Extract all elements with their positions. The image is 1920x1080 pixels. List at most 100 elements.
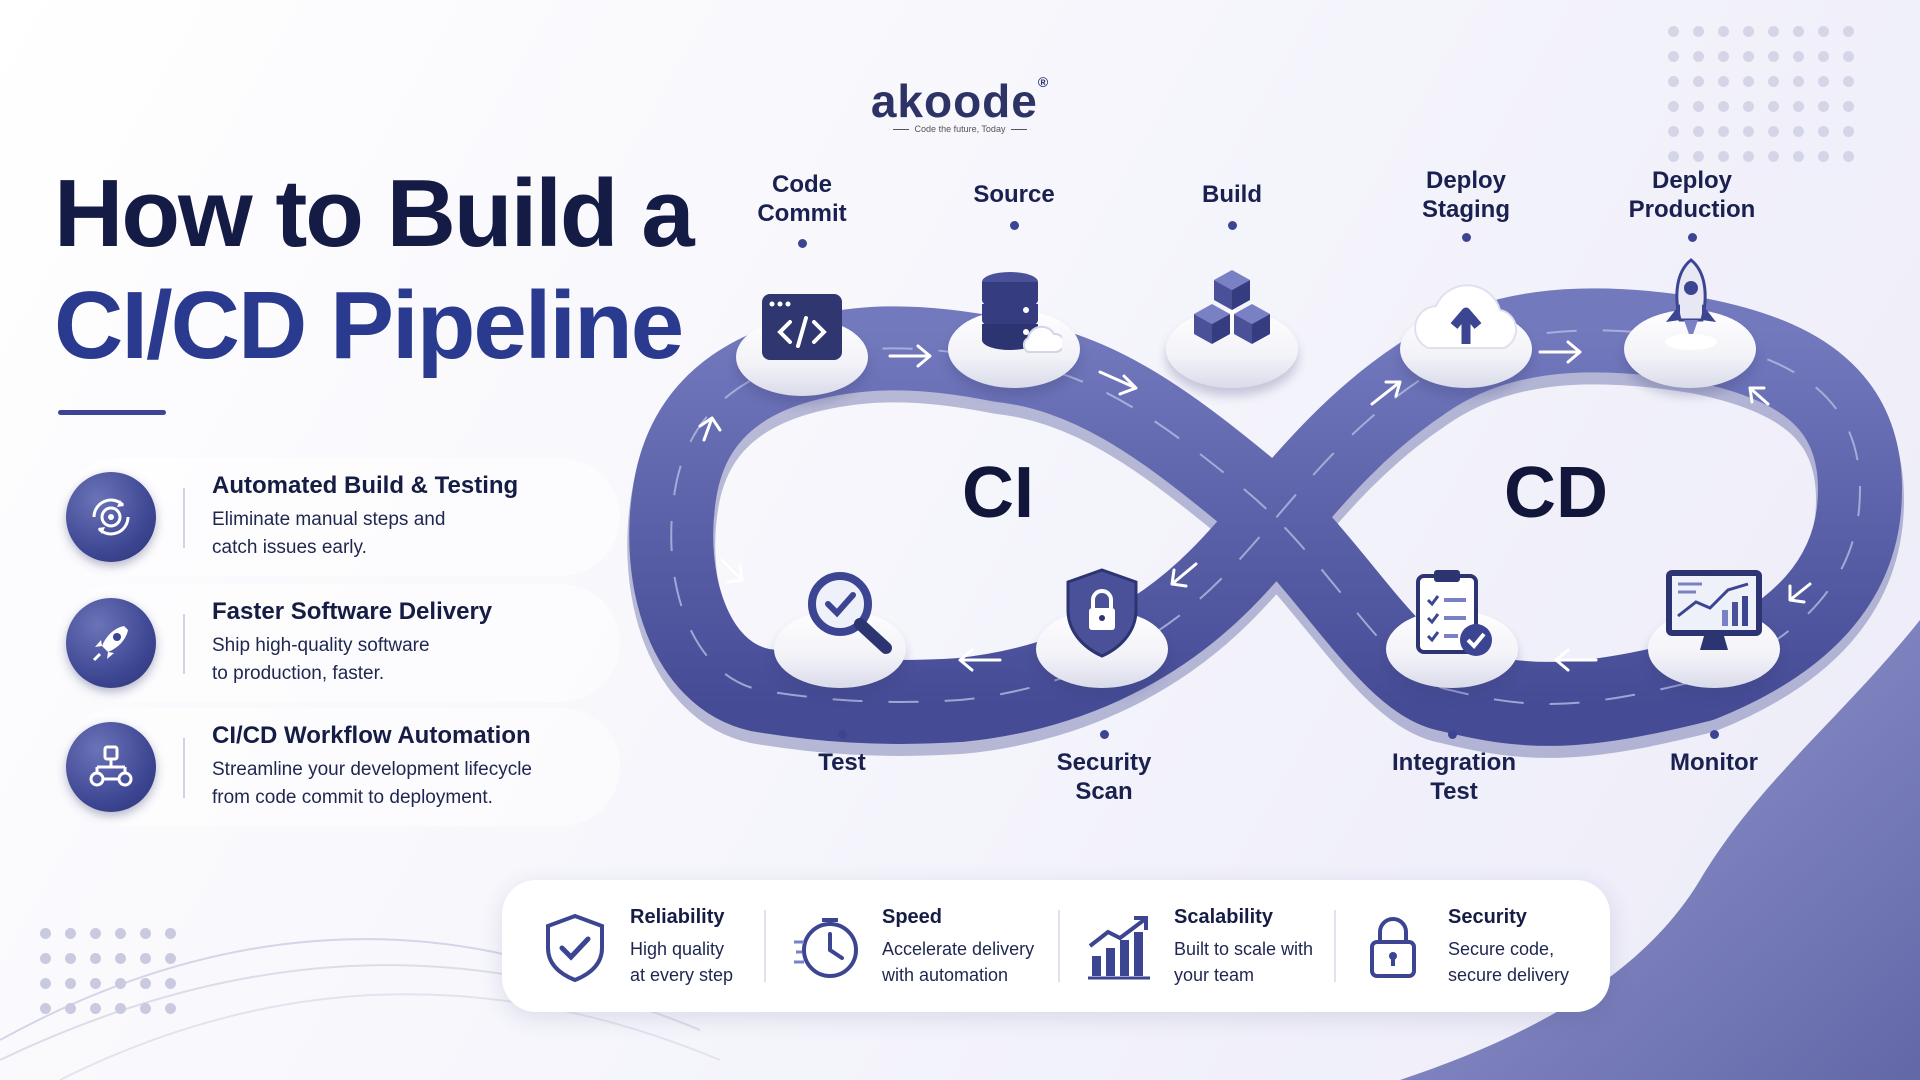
stage-connector-dot	[1448, 730, 1457, 739]
workflow-icon	[66, 722, 156, 812]
page-title: How to Build a CI/CD Pipeline	[54, 158, 754, 382]
benefit-security: Security Secure code, secure delivery	[1358, 880, 1598, 1012]
feature-desc-line: Eliminate manual steps and	[212, 509, 446, 530]
feature-divider	[183, 488, 185, 548]
decorative-dots-top-right	[1668, 26, 1854, 162]
benefit-desc-line: High quality	[630, 939, 725, 959]
bar-chart-growth-icon	[1088, 916, 1150, 980]
rocket-icon	[66, 598, 156, 688]
stage-connector-dot	[1710, 730, 1719, 739]
feature-divider	[183, 614, 185, 674]
benefit-desc-line: at every step	[630, 965, 734, 985]
benefit-description: High quality at every step	[630, 936, 820, 988]
stage-label-line: Test	[818, 749, 866, 776]
code-icon	[762, 294, 842, 360]
stage-label-security-scan: Security Scan	[1004, 748, 1204, 806]
title-underline	[58, 410, 166, 415]
benefit-description: Secure code, secure delivery	[1448, 936, 1638, 988]
benefit-reliability: Reliability High quality at every step	[540, 880, 760, 1012]
stage-label-line: Monitor	[1670, 749, 1758, 776]
stage-connector-dot	[1228, 221, 1237, 230]
gear-cycle-icon	[66, 472, 156, 562]
stage-connector-dot	[798, 239, 807, 248]
stage-label-integration-test: Integration Test	[1354, 748, 1554, 806]
clock-speed-icon	[794, 918, 858, 978]
flow-arrows	[698, 340, 1812, 672]
feature-faster-delivery: Faster Software Delivery Ship high-quali…	[60, 584, 620, 702]
magnifier-check-icon	[808, 572, 892, 654]
cubes-icon	[1194, 270, 1270, 344]
stage-connector-dot	[838, 730, 847, 739]
feature-desc-line: catch issues early.	[212, 537, 367, 558]
feature-title: Faster Software Delivery	[212, 598, 493, 625]
brand-logo: akoode® Code the future, Today	[830, 74, 1090, 134]
stage-connector-dot	[1100, 730, 1109, 739]
database-cloud-icon	[982, 272, 1062, 353]
stage-label-source: Source	[914, 180, 1114, 209]
stage-label-line: Security	[1056, 749, 1152, 776]
feature-desc-line: Ship high-quality software	[212, 635, 430, 656]
benefit-description: Accelerate delivery with automation	[882, 936, 1072, 988]
title-line-2: CI/CD Pipeline	[54, 272, 684, 379]
feature-description: Eliminate manual steps and catch issues …	[212, 506, 612, 562]
rocket-icon	[1665, 258, 1717, 350]
benefit-title: Security	[1448, 906, 1527, 928]
stage-label-line: Commit	[757, 200, 847, 227]
benefit-separator	[1058, 910, 1060, 982]
shield-lock-icon	[1066, 568, 1138, 658]
feature-title: CI/CD Workflow Automation	[212, 722, 531, 749]
logo-tagline: Code the future, Today	[830, 124, 1090, 134]
feature-desc-line: to production, faster.	[212, 663, 385, 684]
feature-workflow-automation: CI/CD Workflow Automation Streamline you…	[60, 708, 620, 826]
benefit-title: Reliability	[630, 906, 725, 928]
feature-divider	[183, 738, 185, 798]
stage-platform-build	[1166, 310, 1298, 388]
benefit-separator	[764, 910, 766, 982]
benefit-desc-line: with automation	[882, 965, 1009, 985]
logo-wordmark: akoode	[870, 75, 1038, 127]
stage-label-line: Build	[1202, 181, 1262, 208]
benefit-scalability: Scalability Built to scale with your tea…	[1084, 880, 1344, 1012]
stage-label-line: Deploy	[1651, 167, 1732, 194]
stage-label-line: Test	[1430, 778, 1478, 805]
benefit-desc-line: secure delivery	[1448, 965, 1570, 985]
stage-label-code-commit: Code Commit	[702, 170, 902, 228]
benefit-speed: Speed Accelerate delivery with automatio…	[792, 880, 1052, 1012]
stage-label-build: Build	[1132, 180, 1332, 209]
stage-label-deploy-staging: Deploy Staging	[1366, 166, 1566, 224]
benefits-card: Reliability High quality at every step S…	[502, 880, 1610, 1012]
feature-description: Ship high-quality software to production…	[212, 632, 612, 688]
feature-title: Automated Build & Testing	[212, 472, 519, 499]
cloud-upload-icon	[1414, 284, 1518, 349]
title-line-1: How to Build a	[54, 160, 695, 267]
stage-connector-dot	[1688, 233, 1697, 242]
shield-check-icon	[546, 913, 604, 982]
stage-label-line: Source	[973, 181, 1055, 208]
stage-label-deploy-production: Deploy Production	[1592, 166, 1792, 224]
benefit-desc-line: Secure code,	[1448, 939, 1555, 959]
stage-label-line: Integration	[1392, 749, 1516, 776]
stage-label-line: Code	[772, 171, 832, 198]
clipboard-check-icon	[1416, 570, 1492, 656]
feature-description: Streamline your development lifecycle fr…	[212, 756, 612, 812]
monitor-chart-icon	[1666, 570, 1762, 650]
benefit-separator	[1334, 910, 1336, 982]
stage-connector-dot	[1462, 233, 1471, 242]
feature-desc-line: from code commit to deployment.	[212, 787, 493, 808]
stage-label-test: Test	[742, 748, 942, 777]
cd-label: CD	[1504, 453, 1608, 533]
benefit-desc-line: Built to scale with	[1174, 939, 1314, 959]
benefit-title: Scalability	[1174, 906, 1273, 928]
benefit-desc-line: Accelerate delivery	[882, 939, 1035, 959]
stage-label-line: Staging	[1422, 196, 1510, 223]
benefit-title: Speed	[882, 906, 943, 928]
stage-label-monitor: Monitor	[1614, 748, 1814, 777]
stage-label-line: Production	[1628, 196, 1756, 223]
benefit-desc-line: your team	[1174, 965, 1255, 985]
feature-desc-line: Streamline your development lifecycle	[212, 759, 532, 780]
stage-connector-dot	[1010, 221, 1019, 230]
benefit-description: Built to scale with your team	[1174, 936, 1364, 988]
padlock-icon	[1370, 917, 1416, 978]
stage-label-line: Deploy	[1425, 167, 1506, 194]
logo-registered-mark: ®	[1037, 74, 1050, 90]
